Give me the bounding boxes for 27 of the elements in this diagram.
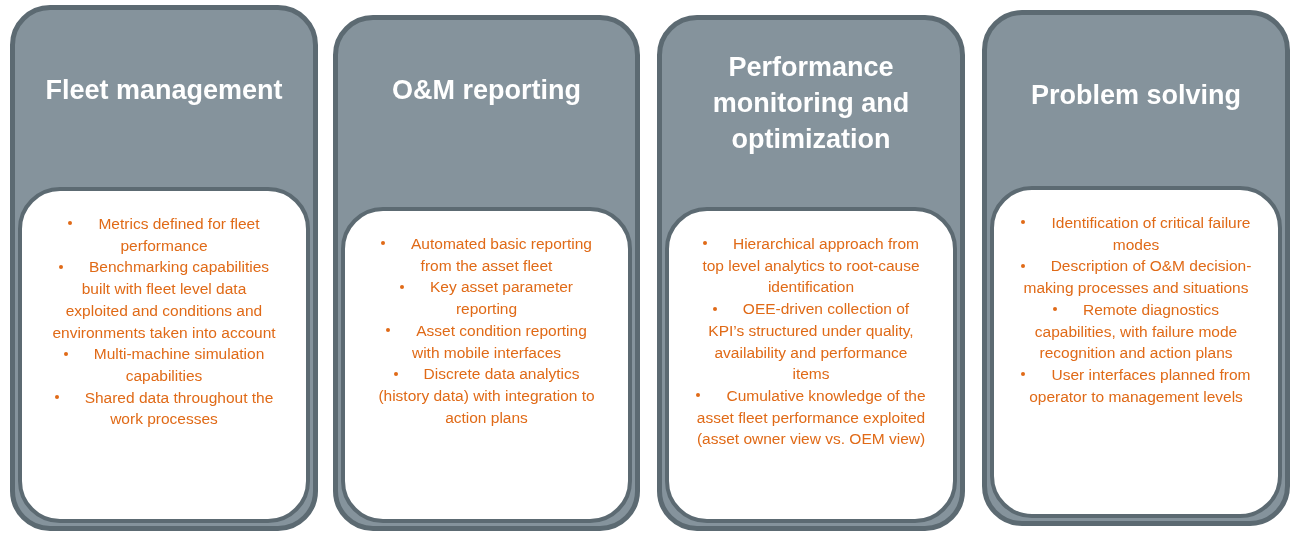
bullet-item: Shared data throughout the work processes [52, 386, 276, 431]
card-heading: Performance monitoring and optimization [711, 51, 911, 156]
bullet-item: Cumulative knowledge of the asset fleet performance exploited (asset owner view vs. OEM view) [695, 385, 927, 450]
bullet-item: Hierarchical approach from top level analytics to root-cause identification [701, 234, 921, 298]
bullet-list-panel [990, 186, 1282, 518]
bullet-item: Description of O&M decision-making processes and situations [1018, 255, 1254, 299]
bullet-item: Key asset parameter reporting [371, 276, 602, 320]
card-heading: O&M reporting [392, 74, 581, 107]
bullet-item: Metrics defined for fleet performance [52, 213, 276, 257]
bullet-item: Discrete data analytics (history data) with integration to action plans [377, 364, 596, 428]
bullet-item: OEE-driven collection of KPI’s structured under quality, availability and performance items [707, 299, 915, 385]
category-card [10, 5, 318, 531]
bullet-item: Multi-machine simulation capabilities [52, 343, 276, 387]
bullet-item: Asset condition reporting with mobile interfaces [371, 319, 602, 364]
category-card [657, 15, 965, 531]
bullet-item: Identification of critical failure modes [1018, 212, 1254, 256]
bullet-item: User interfaces planned from operator to management levels [1018, 363, 1254, 408]
card-heading: Fleet management [45, 74, 283, 107]
bullet-list-panel [341, 207, 632, 523]
bullet-list-panel [665, 207, 957, 523]
bullet-item: Automated basic reporting from the asset fleet [371, 233, 602, 277]
category-card [333, 15, 640, 531]
bullet-item: Remote diagnostics capabilities, with failure mode recognition and action plans [1033, 299, 1239, 364]
bullet-list-panel [18, 187, 310, 523]
card-heading: Problem solving [1030, 79, 1241, 112]
category-card [982, 10, 1290, 526]
bullet-item: Benchmarking capabilities built with fleet level data exploited and conditions and environments taken into account [52, 257, 276, 343]
